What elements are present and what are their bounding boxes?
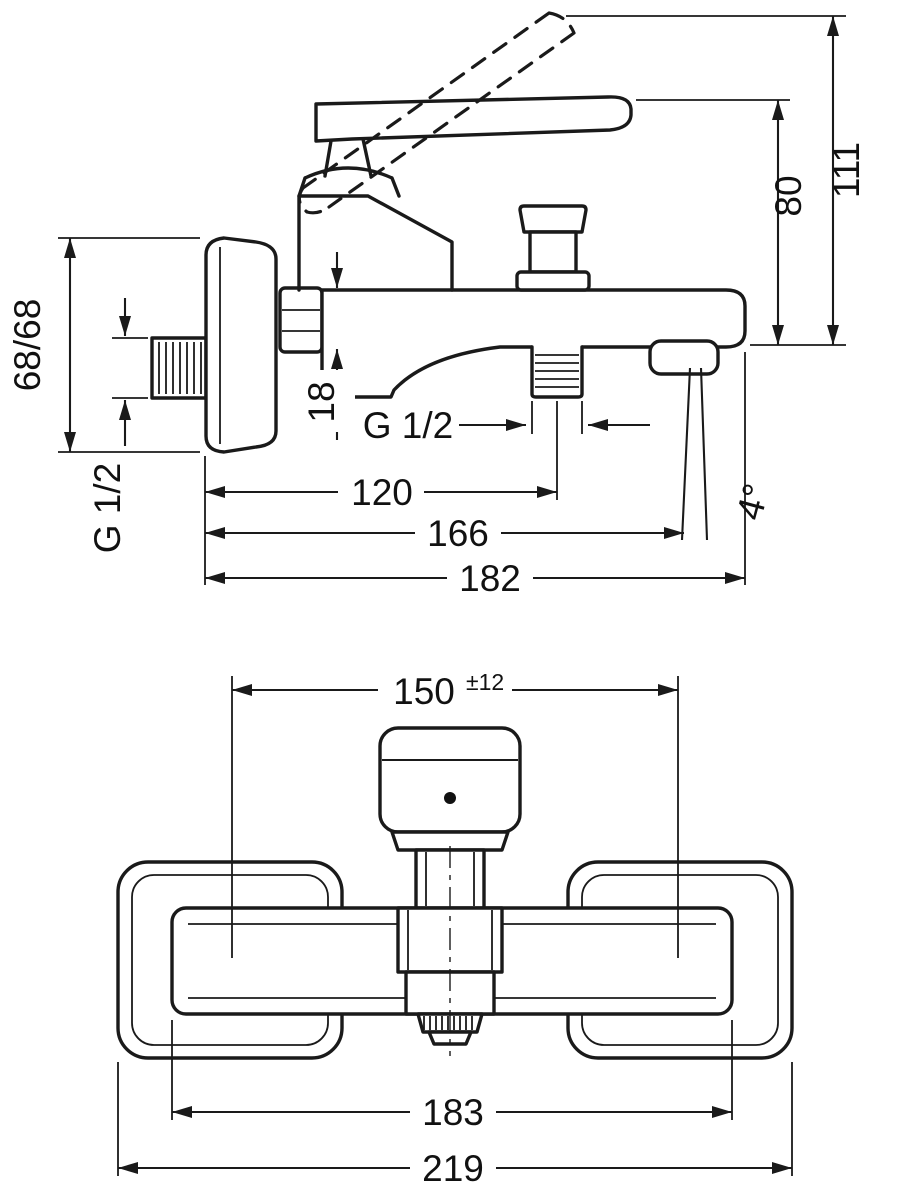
dim-120-label: 120 bbox=[351, 472, 413, 513]
spout-outlet bbox=[648, 339, 720, 376]
extension-lines bbox=[231, 676, 679, 958]
dim-depth-120: 120 bbox=[204, 401, 558, 585]
extension-lines bbox=[566, 15, 846, 346]
dim-escutcheon-height: 68/68 bbox=[7, 237, 200, 453]
spout-body bbox=[320, 288, 747, 399]
shower-hose-outlet bbox=[530, 345, 584, 399]
dim-body-height: 18 bbox=[301, 252, 355, 440]
front-view: 150 ±12 183 219 bbox=[116, 669, 794, 1189]
outlet-rim bbox=[427, 1030, 473, 1046]
extension-lines bbox=[112, 337, 148, 399]
handle-base bbox=[390, 830, 510, 852]
handle-assembly bbox=[297, 95, 633, 292]
mixer-body bbox=[320, 288, 747, 399]
neck-inner-lines bbox=[425, 852, 475, 906]
dim-depth-166: 166 bbox=[205, 512, 684, 554]
label-backing bbox=[378, 669, 512, 711]
outlet-thread-ticks bbox=[423, 1016, 473, 1030]
dim-escutcheon-label: 68/68 bbox=[7, 299, 48, 392]
dim-body-height-label: 18 bbox=[301, 381, 342, 422]
extension-lines bbox=[58, 237, 200, 453]
dim-total-width: 219 bbox=[117, 1062, 793, 1189]
dim-219-label: 219 bbox=[422, 1148, 484, 1189]
dim-handle-height-label: 80 bbox=[768, 175, 809, 216]
extension-lines bbox=[117, 1062, 793, 1176]
outlet-column-front bbox=[396, 846, 504, 1056]
dim-total-height-label: 111 bbox=[826, 142, 867, 198]
diverter-stem bbox=[528, 230, 578, 274]
column-inner-lines bbox=[407, 910, 493, 970]
outlet-thread-ridges bbox=[535, 354, 579, 388]
label-backing bbox=[410, 1091, 496, 1133]
dim-depth-182: 182 bbox=[205, 352, 746, 599]
dim-166-label: 166 bbox=[427, 513, 489, 554]
side-view: 80 111 68/68 G 1/2 bbox=[7, 11, 867, 599]
dim-total-height: 111 bbox=[566, 15, 867, 346]
wall-thread-nipple bbox=[150, 336, 208, 400]
label-backing bbox=[338, 471, 424, 513]
label-backing bbox=[315, 370, 355, 432]
dim-spout-angle: 4° bbox=[680, 367, 778, 541]
wall-escutcheon-side bbox=[204, 236, 278, 454]
dim-wall-thread: G 1/2 bbox=[87, 298, 148, 553]
hex-nut-flats bbox=[282, 309, 320, 332]
label-backing bbox=[415, 512, 501, 554]
dim-182-label: 182 bbox=[459, 558, 521, 599]
dim-183-label: 183 bbox=[422, 1092, 484, 1133]
cartridge-housing bbox=[297, 194, 454, 292]
thread-hatching bbox=[158, 342, 202, 394]
diverter-knob bbox=[515, 204, 591, 292]
dim-connection-centers: 150 ±12 bbox=[231, 669, 679, 958]
dim-body-width: 183 bbox=[171, 1020, 733, 1133]
lever-handle bbox=[314, 95, 633, 143]
handle-front bbox=[378, 726, 522, 910]
extension-lines bbox=[171, 1020, 733, 1120]
diverter-base bbox=[515, 270, 591, 292]
wall-thread-label: G 1/2 bbox=[87, 463, 128, 554]
wall-connection bbox=[150, 236, 324, 454]
diverter-cap bbox=[518, 204, 588, 234]
extension-lines bbox=[204, 401, 558, 585]
dim-150-tolerance: ±12 bbox=[466, 669, 504, 695]
dim-150-label: 150 bbox=[393, 671, 455, 712]
front-view-dimensions: 150 ±12 183 219 bbox=[117, 669, 793, 1189]
dim-outlet-thread: G 1/2 bbox=[363, 401, 650, 446]
handle-front-outline bbox=[378, 726, 522, 834]
side-view-dimensions: 80 111 68/68 G 1/2 bbox=[7, 15, 867, 599]
dim-handle-height: 80 bbox=[636, 99, 809, 345]
outlet-thread-label: G 1/2 bbox=[363, 405, 454, 446]
hex-nut bbox=[278, 286, 324, 354]
angle-reference-lines bbox=[680, 367, 709, 541]
handle-indicator-dot bbox=[444, 792, 456, 804]
spout-angle-label: 4° bbox=[729, 479, 778, 524]
label-backing bbox=[447, 557, 533, 599]
label-backing bbox=[410, 1147, 496, 1189]
extension-lines bbox=[531, 401, 583, 434]
